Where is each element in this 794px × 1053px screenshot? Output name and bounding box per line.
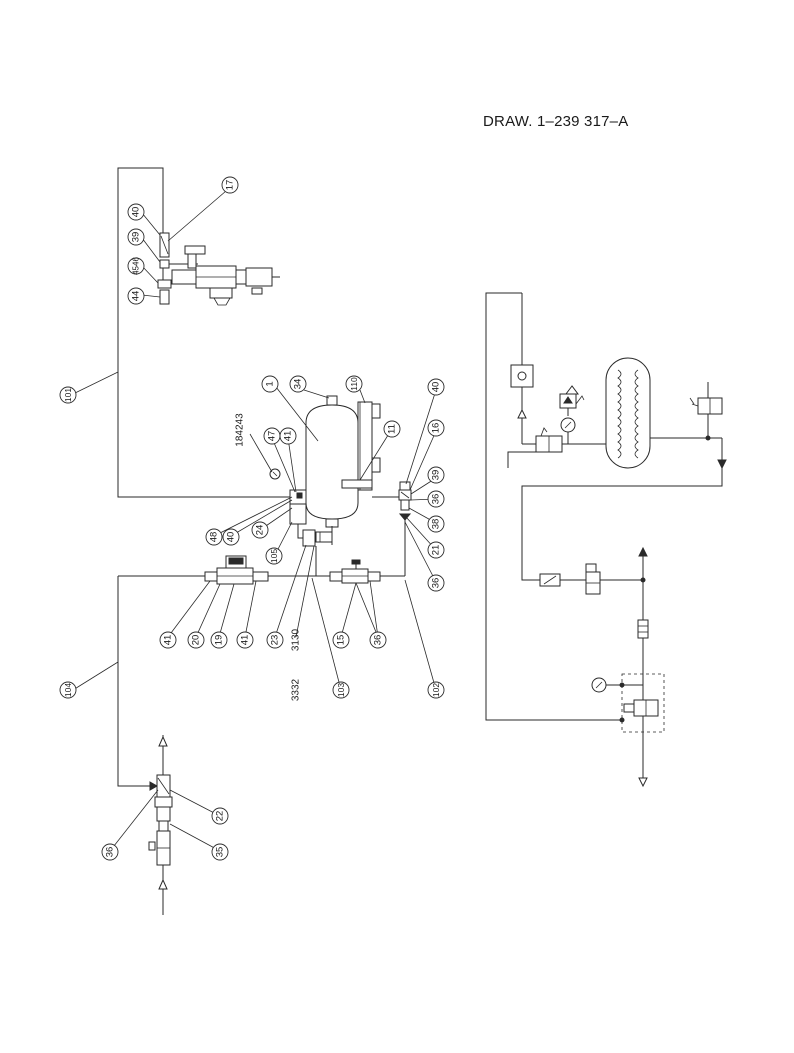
svg-text:35: 35 [215, 847, 226, 858]
callout-bubbles: 17 40 39 4546 44 101 1 34 110 40 11 16 1… [59, 176, 445, 861]
callout-36: 36 [369, 631, 387, 649]
callout-104: 104 [59, 681, 77, 699]
callout-41: 41 [236, 631, 254, 649]
callout-41: 41 [279, 427, 297, 445]
callout-20: 20 [187, 631, 205, 649]
top-valve-cluster [157, 232, 280, 306]
callout-19: 19 [210, 631, 228, 649]
svg-text:36: 36 [431, 494, 442, 505]
svg-text:105: 105 [269, 549, 279, 563]
pneumatic-schematic [485, 292, 727, 788]
callout-23: 23 [266, 631, 284, 649]
tee-top [184, 245, 206, 255]
svg-text:40: 40 [226, 532, 237, 543]
callout-35: 35 [211, 843, 229, 861]
callout-39: 39 [127, 228, 145, 246]
callout-38: 38 [427, 515, 445, 533]
svg-text:36: 36 [373, 635, 384, 646]
callout-36: 36 [427, 574, 445, 592]
callout-44: 44 [127, 287, 145, 305]
svg-text:39: 39 [431, 470, 442, 481]
callout-15: 15 [332, 631, 350, 649]
callout-24: 24 [251, 521, 269, 539]
callout-184243: 184243 [235, 413, 246, 447]
callout-40: 40 [222, 528, 240, 546]
svg-text:3332: 3332 [291, 678, 302, 701]
callout-4546: 4546 [127, 257, 145, 275]
svg-text:41: 41 [283, 431, 294, 442]
callout-40: 40 [427, 378, 445, 396]
svg-text:110: 110 [349, 377, 359, 391]
svg-text:23: 23 [270, 635, 281, 646]
pipe-101 [117, 167, 296, 498]
svg-text:104: 104 [63, 683, 73, 697]
svg-text:41: 41 [240, 635, 251, 646]
tank-left-fittings [269, 468, 333, 547]
svg-text:16: 16 [431, 423, 442, 434]
svg-text:39: 39 [131, 232, 142, 243]
callout-40: 40 [127, 203, 145, 221]
tank-right-fittings [398, 481, 412, 576]
callout-34: 34 [289, 375, 307, 393]
callout-39: 39 [427, 466, 445, 484]
svg-text:3130: 3130 [291, 628, 302, 651]
svg-text:21: 21 [431, 545, 442, 556]
svg-text:22: 22 [215, 811, 226, 822]
callout-41: 41 [159, 631, 177, 649]
middle-pipe-run [117, 546, 405, 787]
drawing-number: DRAW. 1–239 317–A [483, 113, 629, 130]
callout-1: 1 [261, 375, 279, 393]
callout-17: 17 [221, 176, 239, 194]
callout-105: 105 [265, 547, 283, 565]
svg-text:41: 41 [163, 635, 174, 646]
check-valve-symbol [510, 364, 534, 388]
svg-text:34: 34 [293, 379, 304, 390]
svg-text:40: 40 [431, 382, 442, 393]
svg-text:11: 11 [387, 424, 398, 434]
receiver-tank [305, 395, 402, 528]
svg-text:44: 44 [131, 291, 142, 302]
svg-text:20: 20 [191, 635, 202, 646]
svg-text:48: 48 [209, 532, 220, 543]
svg-text:38: 38 [431, 519, 442, 530]
svg-text:24: 24 [255, 525, 266, 536]
svg-text:102: 102 [431, 683, 441, 697]
callout-110: 110 [345, 375, 363, 393]
svg-text:4546: 4546 [132, 257, 141, 275]
drain-housing [289, 503, 307, 525]
svg-text:36: 36 [431, 578, 442, 589]
regulator-top [245, 267, 273, 287]
silencer-symbol [637, 619, 649, 639]
callout-48: 48 [205, 528, 223, 546]
left-assembly [72, 167, 437, 915]
bottom-filter-assembly [148, 735, 173, 915]
svg-text:101: 101 [63, 388, 73, 402]
receiver-symbol [605, 357, 651, 469]
svg-text:40: 40 [131, 207, 142, 218]
svg-text:17: 17 [225, 180, 236, 191]
svg-text:19: 19 [214, 635, 225, 646]
callout-101: 101 [59, 386, 77, 404]
callout-16: 16 [427, 419, 445, 437]
callout-3332: 3332 [291, 678, 302, 701]
svg-text:15: 15 [336, 635, 347, 646]
svg-text:47: 47 [267, 431, 278, 442]
callout-22: 22 [211, 807, 229, 825]
svg-text:103: 103 [336, 683, 346, 697]
callout-103: 103 [332, 681, 350, 699]
svg-text:184243: 184243 [235, 413, 246, 447]
svg-text:1: 1 [265, 381, 276, 386]
callout-47: 47 [263, 427, 281, 445]
callout-3130: 3130 [291, 628, 302, 651]
callout-102: 102 [427, 681, 445, 699]
callout-21: 21 [427, 541, 445, 559]
callout-11: 11 [383, 420, 401, 438]
callout-36: 36 [101, 843, 119, 861]
svg-text:36: 36 [105, 847, 116, 858]
callout-36: 36 [427, 490, 445, 508]
